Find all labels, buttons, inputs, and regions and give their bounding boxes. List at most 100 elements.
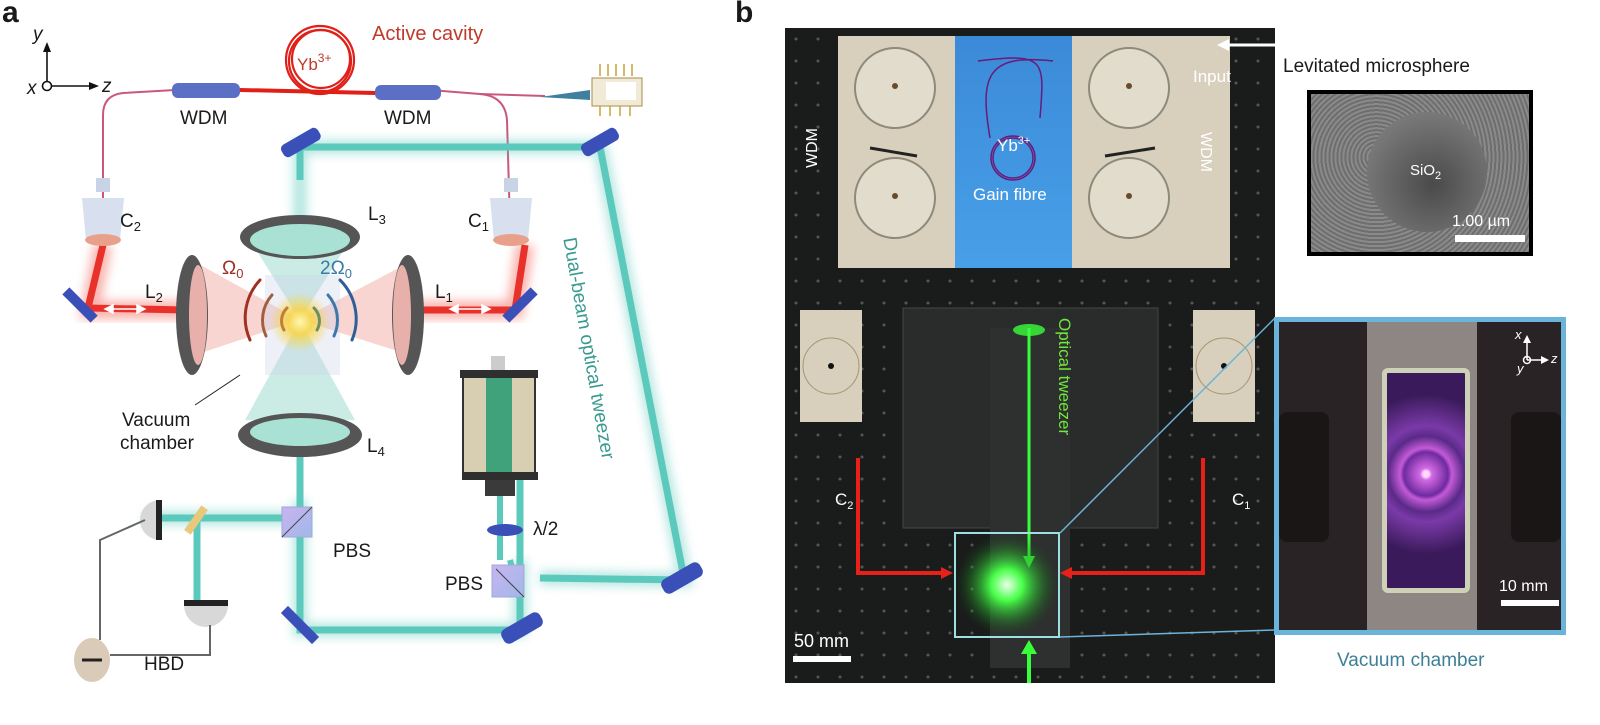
pbs-right-label: PBS — [445, 574, 484, 595]
c1-sub: 1 — [481, 219, 489, 234]
l2-base: L — [145, 282, 156, 303]
wdm-left-label: WDM — [180, 108, 228, 129]
subtractor-icon — [74, 638, 110, 682]
photo-gain-ion-sup: 3+ — [1017, 135, 1031, 147]
chamber-scale-label: 10 mm — [1499, 578, 1548, 595]
camera-icon — [460, 356, 538, 496]
vacuum-chamber-label-line1: Vacuum — [122, 410, 191, 431]
photo-gain-ion-base: Yb — [997, 136, 1018, 155]
microsphere-sem-image: SiO2 1.00 µm — [1307, 90, 1533, 256]
l4-label: L4 — [367, 437, 385, 458]
wdm-right-label: WDM — [384, 108, 432, 129]
l4-base: L — [367, 436, 378, 457]
zoom-connector-lines — [1059, 317, 1276, 638]
c2-label: C2 — [120, 212, 141, 233]
active-cavity-title: Active cavity — [372, 23, 484, 45]
gain-ion-sup: 3+ — [317, 51, 332, 65]
microsphere-scale-bar — [1455, 235, 1525, 242]
vacuum-chamber-caption: Vacuum chamber — [1337, 650, 1485, 671]
omega-left-sub: 0 — [236, 266, 244, 281]
vacuum-chamber-inset: 10 mm x z y — [1274, 317, 1566, 635]
gain-ion-label: Yb3+ — [297, 52, 331, 73]
pbs-right-icon — [491, 564, 525, 598]
detector-left-icon — [140, 500, 162, 540]
red-cavity-beam — [856, 458, 1205, 575]
sio2-sub: 2 — [1435, 170, 1442, 182]
chamber-axis-y: y — [1517, 361, 1524, 376]
l4-sub: 4 — [377, 444, 385, 459]
gain-fibre-panel — [955, 36, 1072, 268]
axis-z-label: z — [102, 76, 112, 97]
gain-ion-base: Yb — [297, 55, 318, 74]
panel-a-diagram — [41, 24, 703, 682]
omega-left-label: Ω0 — [222, 259, 243, 280]
l1-label: L1 — [435, 283, 453, 304]
photo-gain-ion-label: Yb3+ — [997, 135, 1031, 155]
input-label: Input — [1193, 67, 1231, 86]
omega-left-base: Ω — [222, 258, 237, 279]
chamber-scale-bar — [1501, 600, 1559, 606]
vacuum-chamber-highlight-box — [954, 532, 1060, 638]
scale-label-50mm: 50 mm — [794, 631, 850, 651]
axis-x-label: x — [27, 78, 37, 99]
lens-l2-icon — [176, 255, 208, 375]
microsphere-title: Levitated microsphere — [1283, 56, 1470, 77]
halfwave-plate-icon — [487, 524, 523, 536]
photo-c2-base: C — [835, 490, 848, 509]
microsphere-icon — [1367, 112, 1487, 232]
collimator-c2-icon — [82, 178, 124, 246]
beam-splitter-icon — [184, 505, 208, 535]
l3-label: L3 — [368, 205, 386, 226]
photo-c1-base: C — [1232, 490, 1245, 509]
c2-base: C — [120, 211, 134, 232]
photo-c2-label: C2 — [835, 491, 853, 512]
trapped-particle-icon — [270, 292, 330, 352]
scale-bar-50mm — [793, 656, 851, 662]
lens-l4-icon — [238, 413, 362, 457]
omega-right-base: 2Ω — [320, 258, 345, 279]
gain-fibre-coil-icon — [284, 24, 356, 96]
panel-a-label: a — [2, 0, 19, 29]
c2-sub: 2 — [133, 219, 141, 234]
l3-base: L — [368, 204, 379, 225]
halfwave-label: λ/2 — [533, 519, 559, 540]
sio2-label: SiO2 — [1410, 163, 1441, 182]
pump-laser-icon — [540, 64, 643, 116]
l1-base: L — [435, 282, 446, 303]
photo-c2-sub: 2 — [847, 500, 854, 512]
gain-fibre-label: Gain fibre — [973, 185, 1047, 204]
hbd-label: HBD — [144, 654, 185, 675]
l2-label: L2 — [145, 283, 163, 304]
wdm-right-photo-label: WDM — [1197, 132, 1214, 172]
l3-sub: 3 — [378, 212, 386, 227]
lens-l1-icon — [392, 255, 424, 375]
experiment-photo: Input WDM WDM Yb3+ Gain fibre Optical tw… — [785, 28, 1275, 683]
omega-right-label: 2Ω0 — [320, 259, 352, 280]
c1-base: C — [468, 211, 482, 232]
mirror-icons — [62, 127, 703, 645]
panel-b-label: b — [735, 0, 754, 29]
input-arrow-icon — [1217, 39, 1229, 51]
chamber-axis-triad-icon — [1522, 335, 1549, 365]
collimator-c1-icon — [490, 178, 532, 246]
c1-label: C1 — [468, 212, 489, 233]
axis-triad-icon — [41, 42, 99, 92]
pbs-left-label: PBS — [333, 541, 372, 562]
pbs-left-icon — [281, 506, 313, 538]
microsphere-scale-label: 1.00 µm — [1452, 213, 1511, 230]
wdm-left-photo-label: WDM — [804, 128, 821, 168]
wdm-right-icon — [375, 85, 441, 100]
chamber-axis-z: z — [1551, 351, 1558, 366]
lens-l3-icon — [240, 215, 360, 259]
l2-sub: 2 — [155, 290, 163, 305]
detector-bottom-icon — [184, 600, 228, 627]
omega-right-sub: 0 — [344, 266, 353, 281]
photo-c1-label: C1 — [1232, 491, 1250, 512]
wdm-left-icon — [172, 83, 240, 98]
chamber-window — [1382, 368, 1470, 593]
l1-sub: 1 — [445, 290, 453, 305]
chamber-axis-x: x — [1515, 327, 1522, 342]
photo-c1-sub: 1 — [1244, 500, 1251, 512]
axis-y-label: y — [33, 24, 43, 45]
sio2-base: SiO — [1410, 162, 1436, 179]
